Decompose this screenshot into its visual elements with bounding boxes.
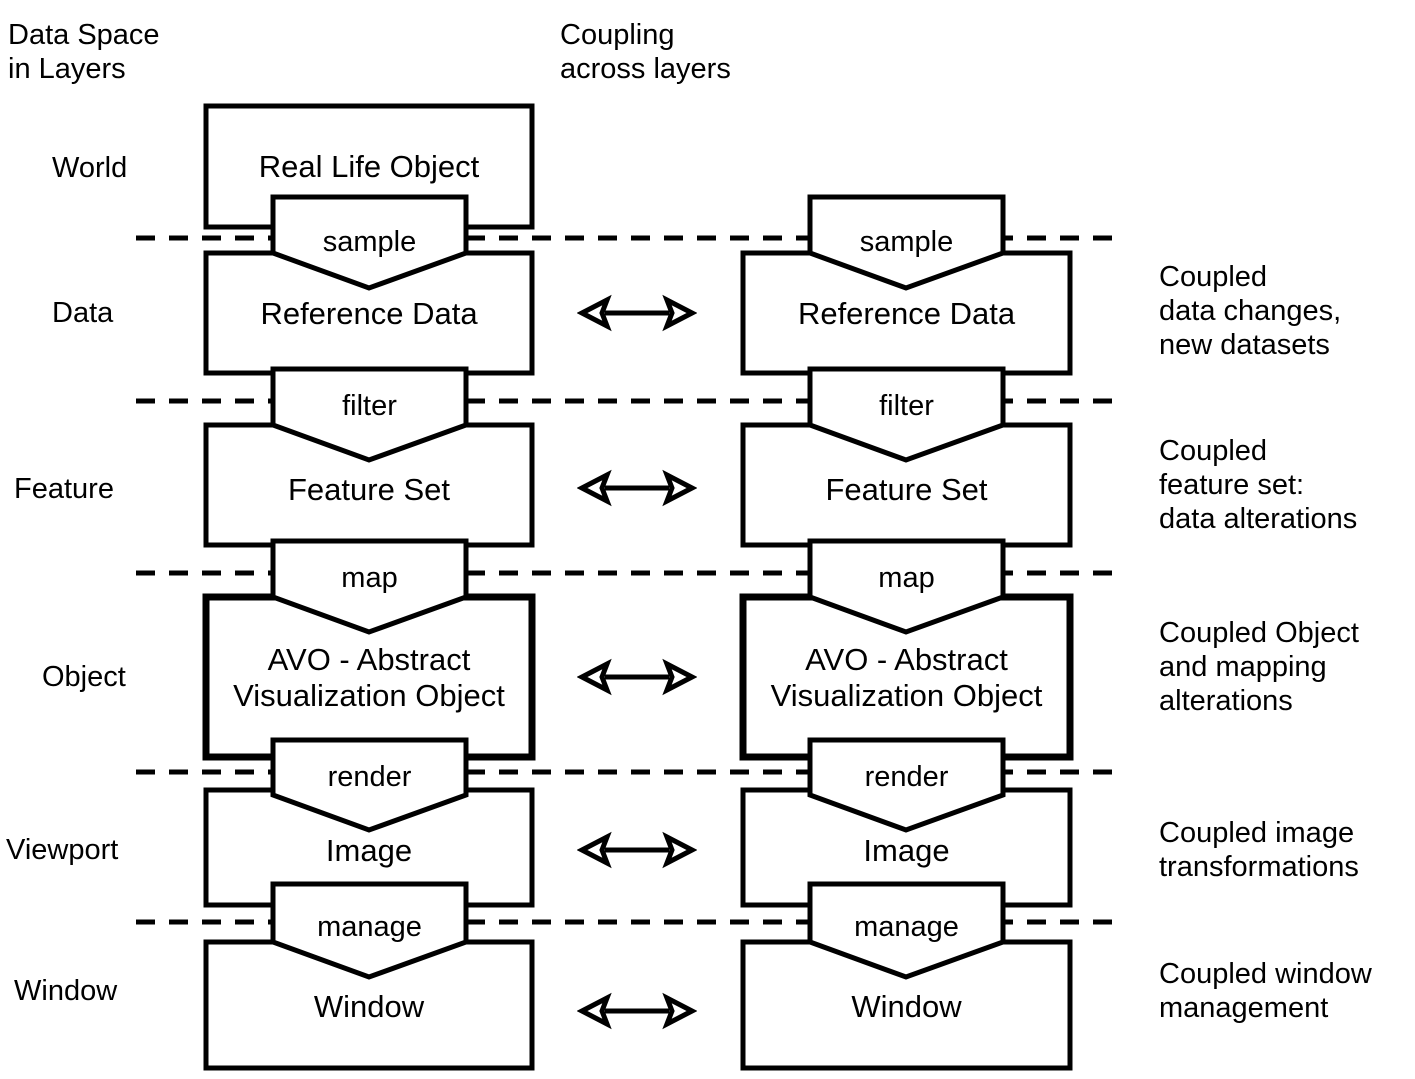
box-label-world-left: Real Life Object — [258, 149, 480, 184]
funnel-label-sample-left: sample — [322, 226, 417, 258]
double-arrow-icon — [577, 831, 697, 869]
funnel-label-filter-right: filter — [879, 390, 934, 422]
funnel-label-filter-left: filter — [342, 390, 397, 422]
box-label-feature-right: Feature Set — [825, 472, 988, 507]
side-note-window: Coupled window management — [1159, 958, 1372, 1024]
funnel-label-render-left: render — [327, 761, 412, 793]
side-note-data: Coupled data changes, new datasets — [1159, 261, 1342, 361]
box-label-object-right: AVO - Abstract Visualization Object — [770, 642, 1043, 713]
funnel-label-map-right: map — [878, 562, 935, 594]
coupling-arrow-data — [577, 291, 697, 335]
funnel-label-sample-right: sample — [859, 226, 954, 258]
funnel-label-manage-left: manage — [317, 911, 422, 943]
box-label-viewport-right: Image — [863, 833, 950, 868]
double-arrow-icon — [577, 992, 697, 1030]
box-label-viewport-left: Image — [325, 833, 413, 868]
coupling-arrow-window — [577, 989, 697, 1033]
coupling-arrow-object — [577, 655, 697, 699]
row-label-window: Window — [14, 975, 118, 1007]
funnel-label-render-right: render — [864, 761, 949, 793]
box-label-data-right: Reference Data — [797, 296, 1016, 331]
coupling-arrow-feature — [577, 466, 697, 510]
header-data-space-in-layers: Data Space in Layers — [8, 19, 160, 85]
row-label-world: World — [52, 152, 128, 184]
double-arrow-icon — [577, 469, 697, 507]
box-label-window-left: Window — [313, 989, 425, 1024]
row-label-object: Object — [42, 661, 126, 693]
row-label-data: Data — [52, 297, 114, 329]
double-arrow-icon — [577, 658, 697, 696]
side-note-feature: Coupled feature set: data alterations — [1159, 435, 1358, 535]
box-label-feature-left: Feature Set — [288, 472, 450, 507]
header-coupling-across-layers: Coupling across layers — [560, 19, 731, 85]
funnel-label-map-left: map — [341, 562, 398, 594]
box-label-object-left: AVO - Abstract Visualization Object — [233, 642, 505, 713]
row-label-viewport: Viewport — [6, 834, 119, 866]
row-label-feature: Feature — [14, 473, 114, 505]
box-label-data-left: Reference Data — [260, 296, 478, 331]
side-note-viewport: Coupled image transformations — [1159, 817, 1359, 883]
coupling-arrow-viewport — [577, 828, 697, 872]
side-note-object: Coupled Object and mapping alterations — [1159, 617, 1359, 717]
funnel-label-manage-right: manage — [854, 911, 959, 943]
double-arrow-icon — [577, 294, 697, 332]
box-label-window-right: Window — [851, 989, 962, 1024]
